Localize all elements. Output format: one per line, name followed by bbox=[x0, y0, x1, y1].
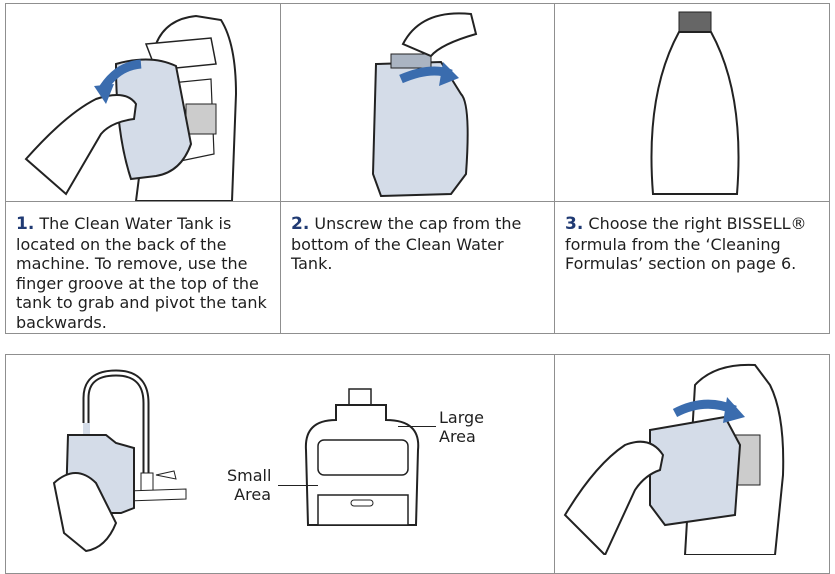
step-number: 2. bbox=[291, 214, 310, 234]
step-3: 3. Choose the right BISSELL® formula fro… bbox=[565, 214, 823, 274]
label-line: Area bbox=[439, 427, 476, 446]
tank-reinstall-illustration bbox=[555, 355, 829, 555]
small-area-label: Small Area bbox=[227, 466, 271, 504]
step-text: Choose the right BISSELL® formula from t… bbox=[565, 214, 807, 273]
small-area-pointer bbox=[278, 485, 318, 486]
step-text: Unscrew the cap from the bottom of the C… bbox=[291, 214, 522, 273]
formula-bottle-illustration bbox=[555, 4, 829, 201]
step-text: The Clean Water Tank is located on the b… bbox=[16, 214, 267, 332]
unscrew-cap-illustration bbox=[281, 4, 554, 201]
divider bbox=[554, 4, 555, 333]
tank-fill-lines-illustration bbox=[296, 385, 426, 535]
divider bbox=[6, 201, 829, 202]
large-area-label: Large Area bbox=[439, 408, 484, 446]
step-2: 2. Unscrew the cap from the bottom of th… bbox=[291, 214, 545, 274]
step-1: 1. The Clean Water Tank is located on th… bbox=[16, 214, 274, 332]
step-number: 1. bbox=[16, 214, 35, 234]
faucet-fill-illustration bbox=[46, 363, 196, 553]
tank-removal-illustration bbox=[6, 4, 280, 201]
top-step-grid: 1. The Clean Water Tank is located on th… bbox=[5, 3, 830, 334]
label-line: Area bbox=[234, 485, 271, 504]
divider bbox=[280, 4, 281, 333]
step-number: 3. bbox=[565, 214, 584, 234]
label-line: Large bbox=[439, 408, 485, 427]
label-line: Small bbox=[227, 466, 272, 485]
divider bbox=[554, 355, 555, 573]
large-area-pointer bbox=[398, 426, 436, 427]
bottom-step-grid: Large Area Small Area bbox=[5, 354, 830, 574]
